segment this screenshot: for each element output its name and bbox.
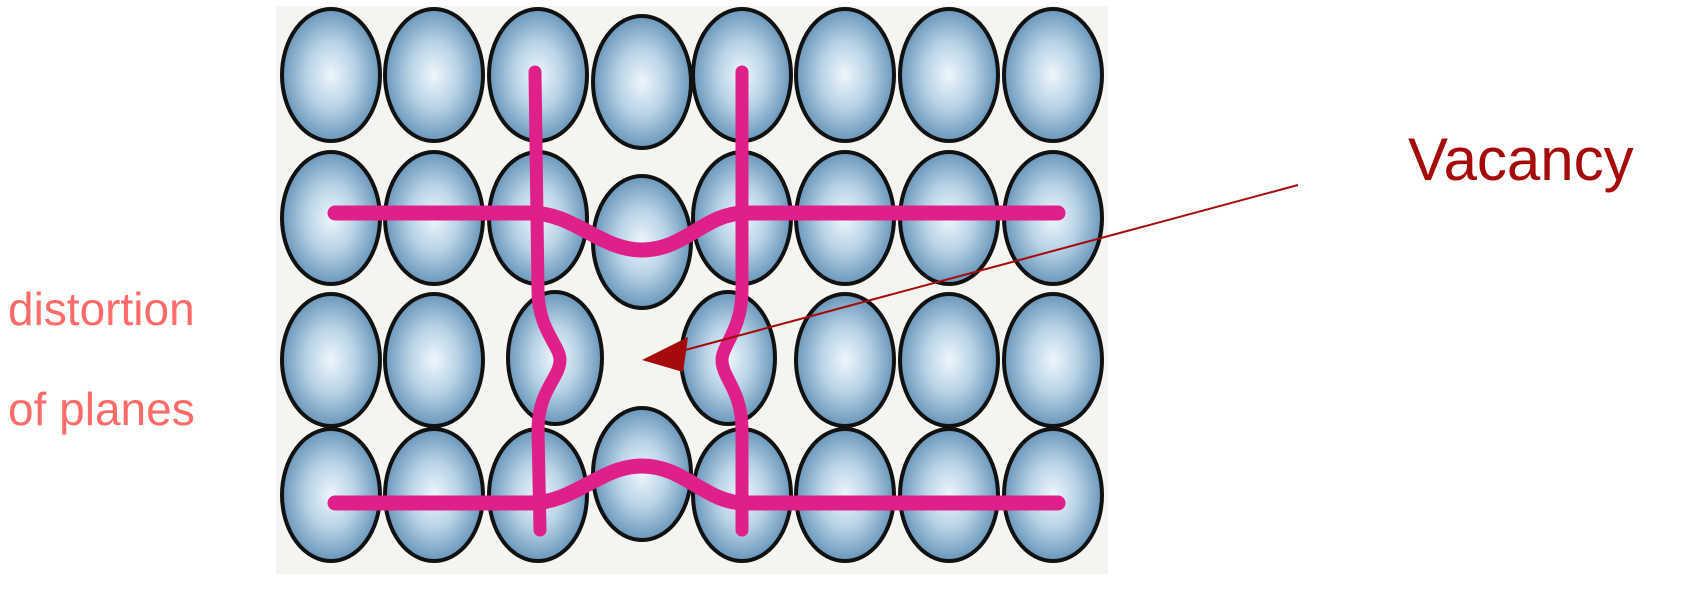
atom-r4-c6 (796, 429, 894, 561)
vacancy-label: Vacancy (1408, 125, 1634, 194)
distortion-label-line2: of planes (8, 382, 195, 436)
atom-r3-c7 (900, 294, 998, 426)
atom-r3-c2 (385, 294, 483, 426)
atom-r3-c8 (1004, 294, 1102, 426)
atom-r4-c1 (282, 429, 380, 561)
atom-r4-c7 (900, 429, 998, 561)
atom-r3-c1 (282, 294, 380, 426)
atom-r1-c7 (900, 9, 998, 141)
distortion-label-line1: distortion (8, 282, 195, 336)
atom-r4-c8 (1004, 429, 1102, 561)
atom-r1-c6 (796, 9, 894, 141)
atom-r1-c1 (282, 9, 380, 141)
atom-r1-c8 (1004, 9, 1102, 141)
atom-r1-c4 (593, 16, 691, 148)
atom-r1-c2 (385, 9, 483, 141)
atom-r4-c2 (385, 429, 483, 561)
atom-r3-c6 (796, 294, 894, 426)
